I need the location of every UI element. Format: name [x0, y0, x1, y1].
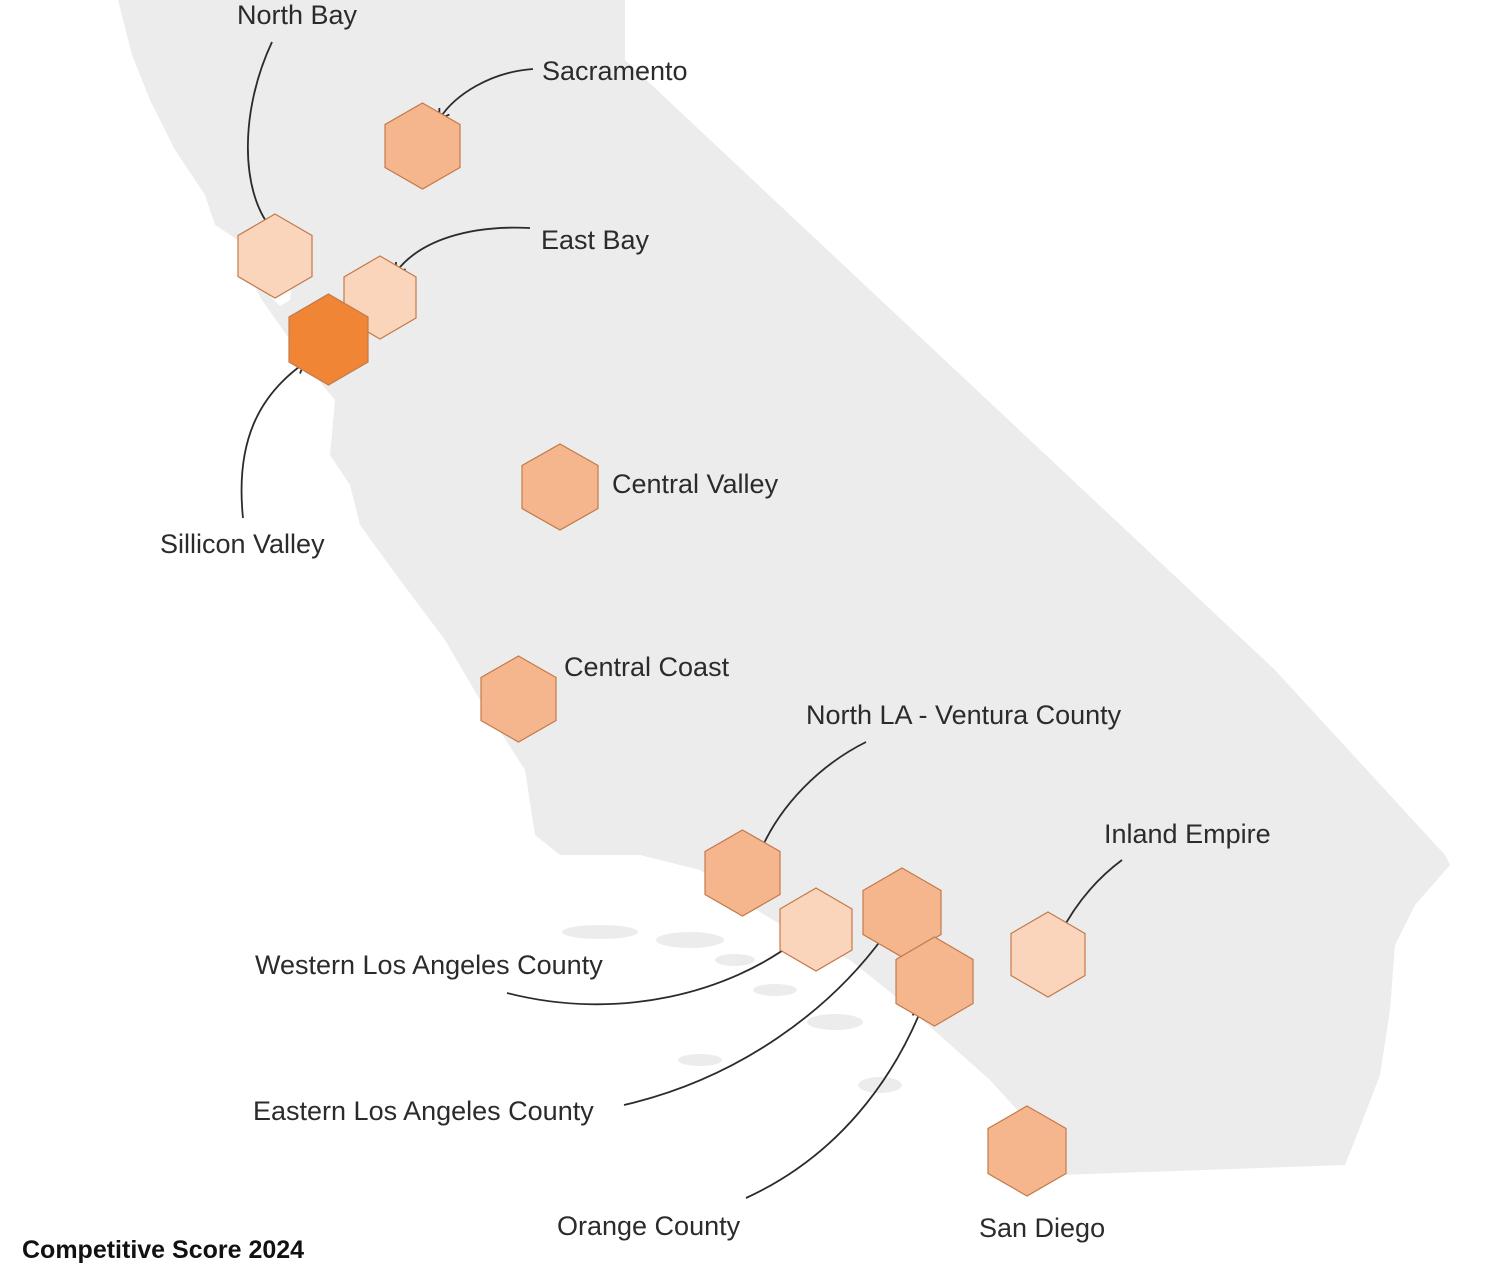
label-eastern-la: Eastern Los Angeles County — [253, 1096, 594, 1126]
arrow-north-bay — [247, 41, 273, 231]
arrow-east-bay — [394, 226, 531, 275]
label-central-coast: Central Coast — [564, 652, 730, 682]
label-orange-county: Orange County — [557, 1211, 741, 1241]
label-inland-empire: Inland Empire — [1104, 819, 1271, 849]
label-east-bay: East Bay — [541, 225, 650, 255]
hexagon-orange-county[interactable] — [895, 936, 974, 1027]
leader-arrows — [240, 41, 1123, 1199]
hexagon-san-diego[interactable] — [987, 1105, 1067, 1197]
hexagon-inland-empire[interactable] — [1010, 911, 1086, 998]
hexagon-sacramento[interactable] — [384, 102, 461, 190]
region-hexagons — [237, 102, 1086, 1197]
hexagon-western-la[interactable] — [779, 887, 853, 972]
arrow-orange-county — [745, 1007, 925, 1199]
arrow-eastern-la — [623, 933, 886, 1106]
arrow-western-la — [506, 938, 800, 1006]
arrow-north-la-ventura — [756, 741, 867, 855]
hexagon-sillicon-valley[interactable] — [288, 293, 369, 386]
arrow-sacramento — [438, 68, 534, 121]
hexagon-north-la-ventura[interactable] — [704, 829, 781, 917]
arrow-sillicon-valley — [240, 362, 306, 519]
channel-islands — [562, 925, 902, 1093]
label-north-bay: North Bay — [237, 0, 358, 30]
label-sillicon-valley: Sillicon Valley — [160, 529, 325, 559]
label-north-la-ventura: North LA - Ventura County — [806, 700, 1122, 730]
label-western-la: Western Los Angeles County — [255, 950, 603, 980]
label-sacramento: Sacramento — [542, 56, 688, 86]
label-central-valley: Central Valley — [612, 469, 779, 499]
california-state-shape — [118, 0, 1450, 1175]
hexagon-central-coast[interactable] — [480, 655, 557, 743]
label-san-diego: San Diego — [979, 1213, 1106, 1243]
hexagon-north-bay[interactable] — [237, 213, 313, 299]
hexagon-central-valley[interactable] — [521, 443, 599, 531]
legend-title: Competitive Score 2024 — [22, 1236, 305, 1264]
